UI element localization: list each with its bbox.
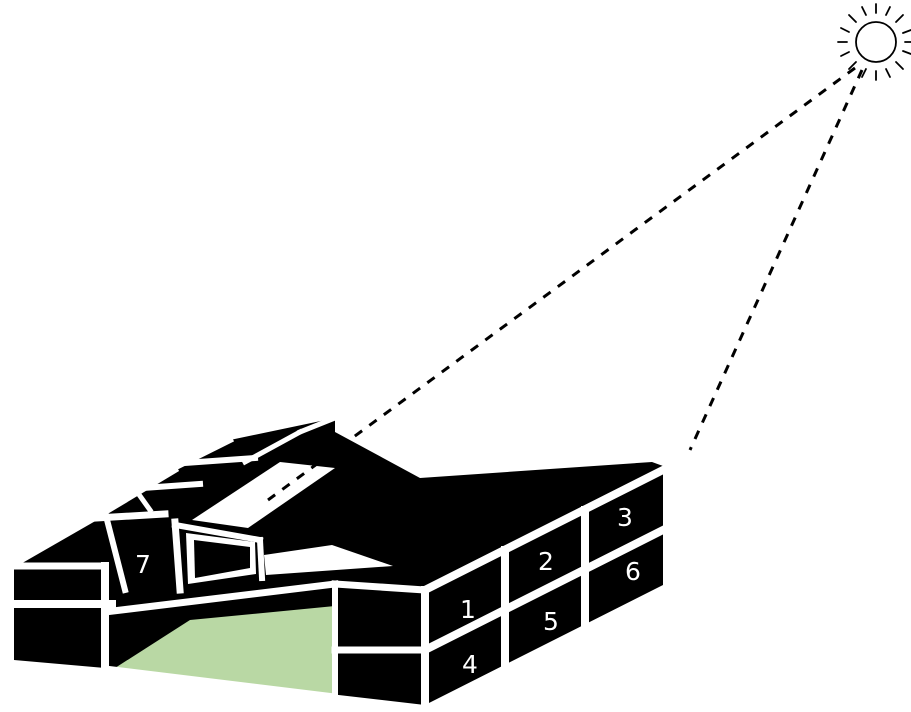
- ray-to-skylight: [267, 66, 856, 502]
- interior-bay-inner: [194, 540, 250, 578]
- sun-rays: [267, 66, 864, 502]
- panel-number-5: 5: [543, 607, 559, 636]
- ray-to-front: [688, 69, 864, 451]
- panel-number-7: 7: [135, 550, 151, 579]
- sun-icon: [837, 3, 911, 81]
- interior-light-opening: [264, 545, 393, 575]
- panel-number-1: 1: [460, 595, 476, 624]
- panel-number-6: 6: [625, 557, 641, 586]
- panel-number-4: 4: [462, 650, 478, 679]
- structure-gaps: [10, 414, 669, 709]
- panel-number-2: 2: [538, 547, 554, 576]
- panel-number-3: 3: [617, 503, 633, 532]
